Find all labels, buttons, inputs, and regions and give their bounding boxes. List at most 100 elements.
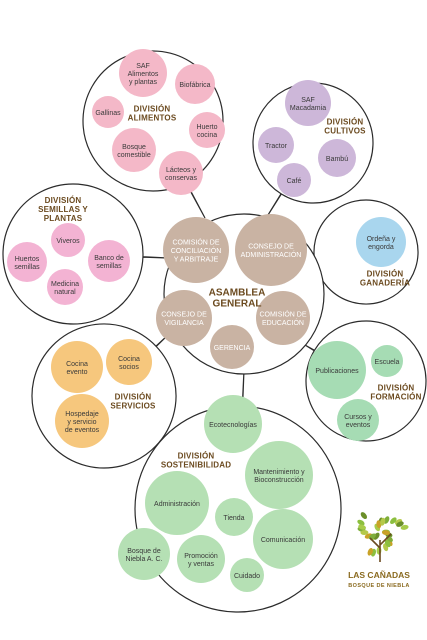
alimentos-item-1-label-line: Biofábrica: [179, 82, 210, 89]
logo-title: LAS CAÑADAS: [348, 570, 410, 580]
sostenibilidad-item-3-circle: [215, 498, 253, 536]
cultivos-item-3-label: Café: [287, 178, 302, 185]
semillas-item-0-label-line: Viveros: [56, 238, 80, 245]
alimentos-item-4-label-line: comestible: [117, 152, 151, 159]
ganaderia-item-0-circle: [356, 217, 406, 267]
core-node-0-circle: [163, 217, 229, 283]
cultivos-item-1-label: Tractor: [265, 143, 288, 150]
leaf-tree-icon: [352, 504, 409, 562]
alimentos-title-line: DIVISIÓN: [134, 105, 171, 114]
core-node-3-label-line: COMISIÓN DE: [259, 310, 306, 319]
alimentos-item-3-label-line: cocina: [197, 132, 217, 139]
cultivos-title-line: CULTIVOS: [324, 127, 366, 136]
cultivos-item-3-label-line: Café: [287, 178, 302, 185]
semillas-item-0: Viveros: [51, 223, 85, 257]
alimentos-item-0-circle: [119, 49, 167, 97]
servicios-item-1-label-line: Cocina: [118, 356, 140, 363]
sostenibilidad-item-5-label-line: Niebla A. C.: [126, 556, 163, 563]
logo-subtitle: BOSQUE DE NIEBLA: [348, 583, 409, 589]
core-node-0-label-line: Y ARBITRAJE: [174, 256, 219, 263]
semillas-item-0-label: Viveros: [56, 238, 80, 245]
cultivos-item-2-label: Bambú: [326, 156, 348, 163]
sostenibilidad-item-0: Ecotecnologías: [204, 395, 262, 453]
servicios-item-0-label-line: evento: [66, 369, 87, 376]
cultivos-item-3: Café: [277, 163, 311, 197]
sostenibilidad-item-4: Comunicación: [253, 509, 313, 569]
formacion-item-2-label-line: eventos: [346, 422, 371, 429]
alimentos-item-2: Gallinas: [92, 96, 124, 128]
formacion-title-line: DIVISIÓN: [378, 384, 415, 393]
cultivos-item-2-circle: [318, 139, 356, 177]
alimentos-item-1: Biofábrica: [175, 64, 215, 104]
alimentos-item-5-label-line: conservas: [165, 175, 197, 182]
logo-leaf: [360, 530, 369, 535]
core-node-3-circle: [256, 291, 310, 345]
core-node-2-label-line: VIGILANCIA: [164, 320, 204, 327]
las-canadas-logo: LAS CAÑADAS BOSQUE DE NIEBLA: [348, 504, 410, 589]
core-node-4-circle: [210, 325, 254, 369]
logo-leaf: [396, 521, 404, 527]
sostenibilidad-item-7-label: Cuidado: [234, 573, 260, 580]
logo-leaf: [390, 517, 397, 525]
core-title-line: ASAMBLEA: [209, 287, 266, 298]
alimentos-item-1-circle: [175, 64, 215, 104]
alimentos-item-0-label-line: SAF: [136, 63, 150, 70]
semillas-item-2-label-line: semillas: [96, 263, 122, 270]
alimentos-item-2-label-line: Gallinas: [95, 110, 121, 117]
core-node-1-label-line: CONSEJO DE: [248, 244, 294, 251]
sostenibilidad-item-1-circle: [245, 441, 313, 509]
sostenibilidad-item-4-label-line: Comunicación: [261, 537, 305, 544]
sostenibilidad-item-6-circle: [177, 535, 225, 583]
servicios-item-0-label-line: Cocina: [66, 361, 88, 368]
cultivos-item-1: Tractor: [258, 127, 294, 163]
formacion-item-0: Escuela: [371, 345, 403, 377]
formacion-item-0-label: Escuela: [375, 359, 400, 366]
alimentos-item-0-label-line: Alimentos: [128, 71, 159, 78]
servicios-item-1-label-line: socios: [119, 364, 139, 371]
sostenibilidad-item-6-label-line: Promoción: [184, 553, 218, 560]
alimentos-item-4-circle: [112, 128, 156, 172]
division-servicios-bubble: [31, 323, 177, 469]
semillas-item-3-label-line: Medicina: [51, 281, 79, 288]
servicios-item-2-label-line: Hospedaje: [65, 411, 99, 418]
semillas-item-0-circle: [51, 223, 85, 257]
sostenibilidad-item-5-circle: [118, 528, 170, 580]
sostenibilidad-item-2-label: Administración: [154, 501, 200, 508]
cultivos-item-2: Bambú: [318, 139, 356, 177]
sostenibilidad-item-2-circle: [145, 471, 209, 535]
logo-trunk: [369, 533, 392, 562]
alimentos-item-2-circle: [92, 96, 124, 128]
semillas-item-3-circle: [47, 269, 83, 305]
sostenibilidad-item-1-label-line: Mantenimiento y: [253, 469, 305, 476]
core-title-line: GENERAL: [213, 298, 262, 309]
logo-leaf: [367, 547, 373, 556]
alimentos-item-4-label-line: Bosque: [122, 144, 146, 151]
core-node-2-label-line: CONSEJO DE: [161, 312, 207, 319]
cultivos-item-2-label-line: Bambú: [326, 156, 348, 163]
